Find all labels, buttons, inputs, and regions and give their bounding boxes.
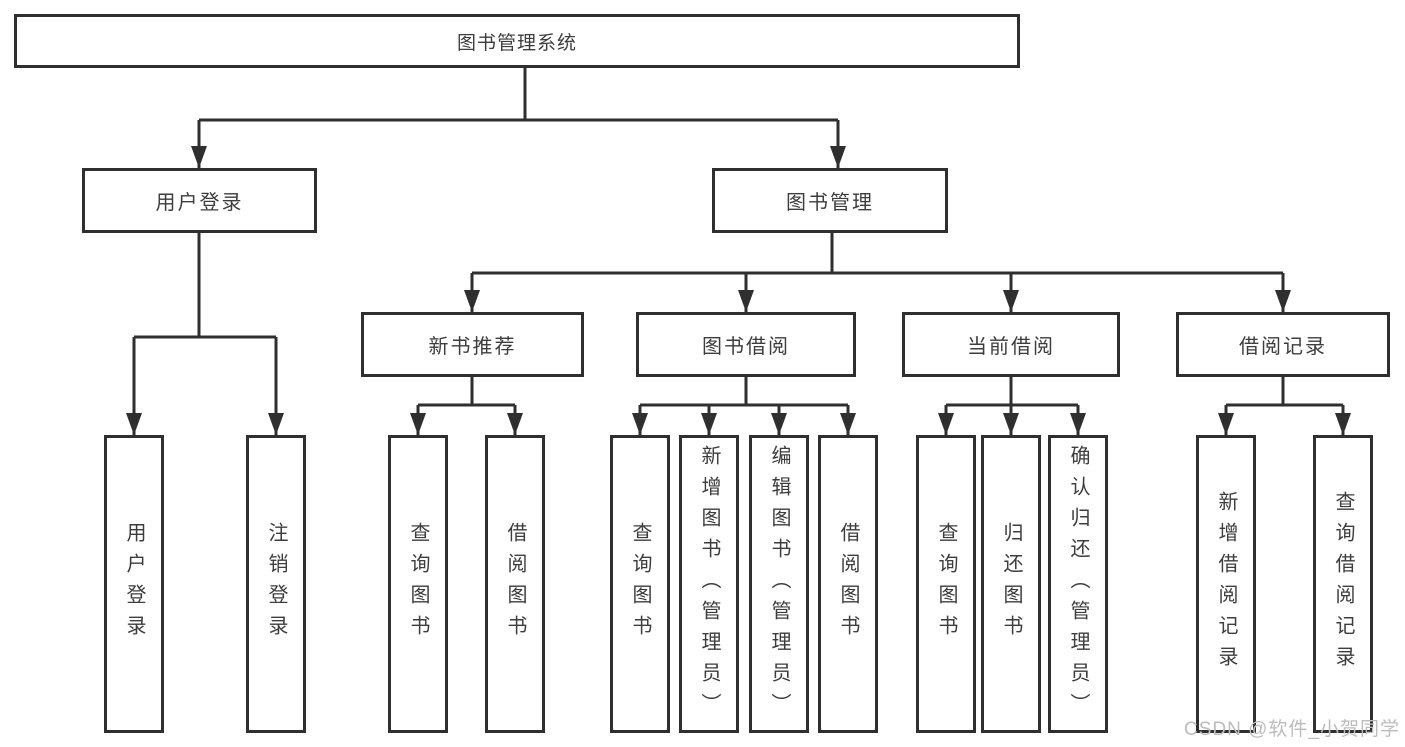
node-current-borrow: 当前借阅	[902, 312, 1120, 377]
node-leaf-query-borrow-record: 查询借阅记录	[1313, 435, 1373, 733]
leaf-label: 用户登录	[123, 522, 145, 646]
leaf-label: 确认归还（管理员）	[1067, 444, 1089, 724]
node-leaf-query-books-recommend: 查询图书	[388, 435, 448, 733]
node-book-borrow: 图书借阅	[636, 312, 856, 377]
csdn-watermark: CSDN @软件_小贺同学	[1184, 719, 1400, 740]
connector-lines	[132, 68, 1345, 435]
node-leaf-return-book: 归还图书	[981, 435, 1041, 733]
node-leaf-add-borrow-record: 新增借阅记录	[1196, 435, 1256, 733]
leaf-label: 借阅图书	[837, 522, 859, 646]
leaf-label: 注销登录	[265, 522, 287, 646]
node-leaf-add-book-admin: 新增图书（管理员）	[679, 435, 739, 733]
leaf-label: 查询图书	[407, 522, 429, 646]
leaf-label: 借阅图书	[504, 522, 526, 646]
leaf-label: 查询图书	[935, 522, 957, 646]
node-library-system: 图书管理系统	[14, 14, 1020, 68]
leaf-label: 新增图书（管理员）	[698, 444, 720, 724]
node-leaf-confirm-return-admin: 确认归还（管理员）	[1048, 435, 1108, 733]
leaf-label: 查询借阅记录	[1332, 491, 1354, 677]
node-leaf-user-login: 用户登录	[104, 435, 164, 733]
node-new-book-recommend: 新书推荐	[361, 312, 584, 377]
leaf-label: 查询图书	[629, 522, 651, 646]
node-leaf-query-books-current: 查询图书	[916, 435, 976, 733]
node-leaf-edit-book-admin: 编辑图书（管理员）	[749, 435, 809, 733]
node-borrow-records: 借阅记录	[1176, 312, 1390, 377]
node-book-management: 图书管理	[712, 168, 948, 233]
node-leaf-logout: 注销登录	[246, 435, 306, 733]
leaf-label: 新增借阅记录	[1215, 491, 1237, 677]
node-leaf-borrow-books-recommend: 借阅图书	[485, 435, 545, 733]
node-user-login: 用户登录	[82, 168, 317, 233]
node-leaf-query-books-borrow: 查询图书	[610, 435, 670, 733]
node-leaf-borrow-books: 借阅图书	[818, 435, 878, 733]
leaf-label: 编辑图书（管理员）	[768, 444, 790, 724]
leaf-label: 归还图书	[1000, 522, 1022, 646]
